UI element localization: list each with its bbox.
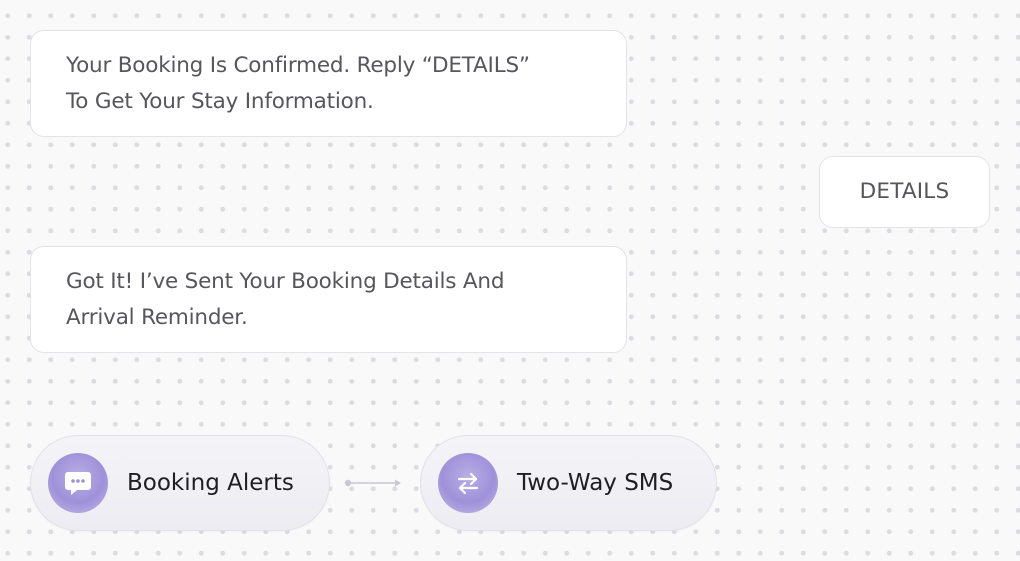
incoming-message-booking-confirmed: Your Booking Is Confirmed. Reply “DETAIL…	[30, 30, 627, 137]
message-line: Arrival Reminder.	[66, 305, 248, 330]
message-line: To Get Your Stay Information.	[66, 89, 374, 114]
incoming-message-details-sent: Got It! I’ve Sent Your Booking Details A…	[30, 246, 627, 353]
connector-arrow	[344, 479, 401, 487]
two-way-sms-label: Two-Way SMS	[517, 470, 674, 496]
booking-alerts-chip: Booking Alerts	[30, 435, 330, 531]
outgoing-message-details: DETAILS	[819, 156, 990, 228]
two-way-sms-chip: Two-Way SMS	[420, 435, 717, 531]
message-line: Got It! I’ve Sent Your Booking Details A…	[66, 269, 505, 294]
chat-bubble-icon	[48, 453, 108, 513]
message-text: DETAILS	[859, 179, 950, 204]
message-line: Your Booking Is Confirmed. Reply “DETAIL…	[66, 53, 530, 78]
swap-arrows-icon	[438, 453, 498, 513]
booking-alerts-label: Booking Alerts	[127, 470, 294, 496]
